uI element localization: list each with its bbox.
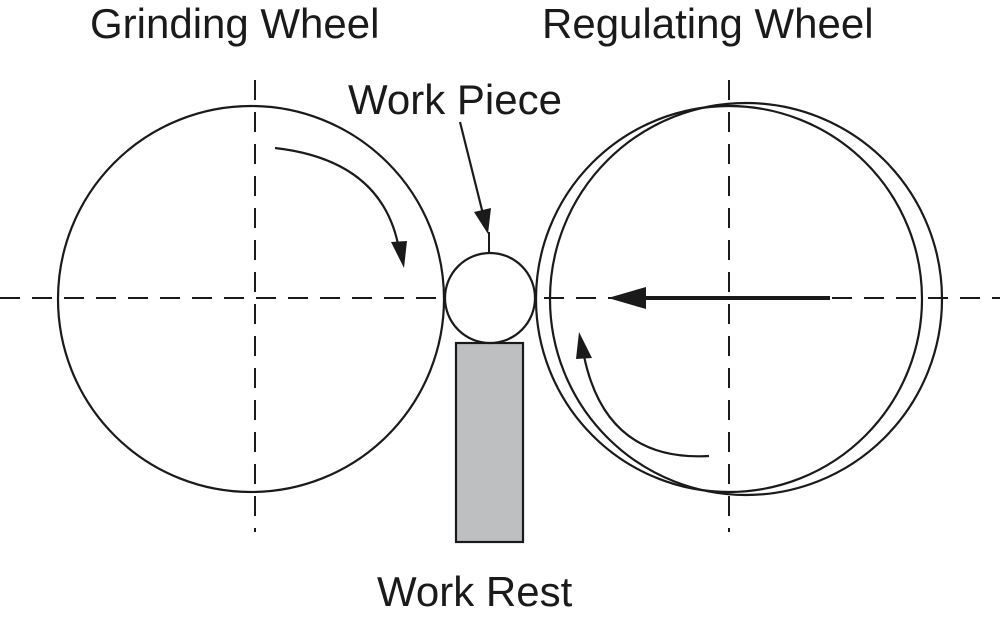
work-rest-label: Work Rest (377, 568, 573, 615)
work-piece-label: Work Piece (348, 76, 562, 123)
regulating-wheel-rotation-arrow (576, 332, 710, 458)
work-piece (443, 251, 537, 345)
regulating-wheel-label: Regulating Wheel (542, 0, 874, 47)
work-piece-pointer-arrow (458, 121, 491, 234)
grinding-wheel-label: Grinding Wheel (90, 0, 379, 47)
regulating-wheel-outer (548, 101, 944, 497)
grinding-wheel-rotation-arrow (274, 146, 407, 268)
work-rest (454, 341, 525, 544)
feed-direction-arrow (608, 287, 830, 309)
